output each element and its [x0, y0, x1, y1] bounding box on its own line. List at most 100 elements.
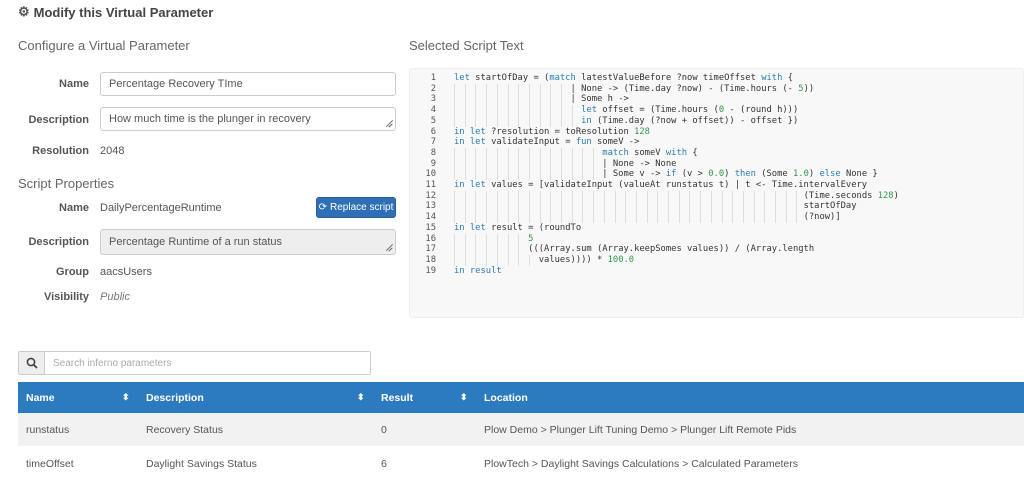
- name-field-value: Percentage Recovery TIme: [109, 78, 243, 90]
- indent-guide: [496, 190, 498, 202]
- resize-handle-icon[interactable]: [385, 244, 392, 251]
- code-line: 10 | Some v -> if (v > 0.0) then (Some 1…: [410, 169, 878, 181]
- indent-guide: [518, 201, 520, 213]
- cell-result: 6: [381, 457, 387, 470]
- description-field-value: How much time is the plunger in recovery: [109, 113, 311, 125]
- indent-guide: [528, 169, 530, 181]
- replace-script-button[interactable]: ⟳ Replace script: [316, 197, 396, 218]
- indent-guide: [625, 212, 627, 224]
- indent-guide: [454, 83, 455, 95]
- code-line: 17 (((Array.sum (Array.keepSomes values)…: [410, 244, 814, 256]
- indent-guide: [614, 201, 616, 213]
- indent-guide: [475, 212, 477, 224]
- indent-guide: [571, 158, 573, 170]
- indent-guide: [785, 212, 787, 224]
- code-text: in let values = [validateInput (valueAt …: [454, 180, 868, 190]
- cell-name: timeOffset: [26, 457, 74, 470]
- search-input[interactable]: [45, 352, 370, 374]
- indent-guide: [528, 254, 530, 266]
- indent-guide: [496, 201, 498, 213]
- indent-guide: [582, 169, 584, 181]
- indent-guide: [571, 201, 573, 213]
- indent-guide: [475, 244, 477, 256]
- code-text: let offset = (Time.hours (0 - (round h))…: [454, 105, 798, 117]
- indent-guide: [571, 115, 573, 127]
- search-bar[interactable]: [18, 351, 371, 375]
- indent-guide: [454, 190, 455, 202]
- indent-guide: [528, 190, 530, 202]
- search-icon[interactable]: [19, 352, 45, 374]
- indent-guide: [518, 105, 520, 117]
- indent-guide: [721, 190, 723, 202]
- code-text: (Time.seconds 128): [454, 190, 899, 202]
- resize-handle-icon[interactable]: [385, 120, 392, 127]
- sort-icon[interactable]: ⬍: [357, 392, 365, 402]
- indent-guide: [539, 169, 541, 181]
- code-text: | None -> (Time.day ?now) - (Time.hours …: [454, 83, 814, 95]
- indent-guide: [635, 190, 637, 202]
- column-header-name[interactable]: Name: [26, 391, 55, 404]
- script-description-label: Description: [28, 236, 89, 248]
- sort-icon[interactable]: ⬍: [460, 392, 468, 402]
- indent-guide: [593, 212, 595, 224]
- script-description-value: Percentage Runtime of a run status: [109, 236, 283, 248]
- indent-guide: [528, 147, 530, 159]
- indent-guide: [593, 190, 595, 202]
- indent-guide: [486, 105, 488, 117]
- indent-guide: [539, 94, 541, 106]
- indent-guide: [454, 212, 455, 224]
- code-text: (((Array.sum (Array.keepSomes values)) /…: [454, 244, 814, 256]
- indent-guide: [496, 115, 498, 127]
- indent-guide: [496, 94, 498, 106]
- indent-guide: [454, 147, 455, 159]
- indent-guide: [561, 115, 562, 127]
- column-header-description[interactable]: Description: [146, 391, 204, 404]
- line-number: 12: [425, 190, 436, 201]
- description-field[interactable]: How much time is the plunger in recovery: [100, 107, 396, 131]
- code-text: startOfDay: [454, 201, 857, 213]
- code-line: 3 | Some h ->: [410, 94, 629, 106]
- indent-guide: [507, 115, 509, 127]
- indent-guide: [775, 190, 776, 202]
- indent-guide: [550, 94, 552, 106]
- indent-guide: [496, 254, 498, 266]
- indent-guide: [550, 105, 552, 117]
- script-description-field: Percentage Runtime of a run status: [100, 229, 396, 255]
- indent-guide: [561, 201, 562, 213]
- indent-guide: [775, 201, 776, 213]
- name-field[interactable]: Percentage Recovery TIme: [100, 72, 396, 96]
- indent-guide: [518, 147, 520, 159]
- script-name-label: Name: [59, 202, 89, 214]
- indent-guide: [486, 233, 488, 245]
- table-row[interactable]: timeOffset Daylight Savings Status 6 Plo…: [18, 447, 1024, 480]
- code-text: | None -> None: [454, 158, 676, 170]
- indent-guide: [454, 201, 455, 213]
- page-title: ⚙ Modify this Virtual Parameter: [18, 4, 213, 20]
- code-text: in result: [454, 265, 502, 276]
- indent-guide: [561, 83, 562, 95]
- column-header-location[interactable]: Location: [484, 391, 528, 404]
- indent-guide: [721, 212, 723, 224]
- indent-guide: [678, 212, 680, 224]
- resolution-label: Resolution: [32, 145, 89, 157]
- indent-guide: [454, 233, 455, 245]
- indent-guide: [561, 190, 562, 202]
- indent-guide: [496, 233, 498, 245]
- line-number: 15: [425, 222, 436, 233]
- indent-guide: [464, 83, 466, 95]
- indent-guide: [496, 158, 498, 170]
- indent-guide: [464, 94, 466, 106]
- indent-guide: [464, 115, 466, 127]
- table-row[interactable]: runstatus Recovery Status 0 Plow Demo > …: [18, 413, 1024, 446]
- indent-guide: [454, 115, 455, 127]
- indent-guide: [528, 158, 530, 170]
- sort-icon[interactable]: ⬍: [122, 392, 130, 402]
- indent-guide: [657, 190, 659, 202]
- code-line: 8 match someV with {: [410, 147, 698, 159]
- indent-guide: [486, 158, 488, 170]
- column-header-result[interactable]: Result: [381, 391, 414, 404]
- indent-guide: [475, 158, 477, 170]
